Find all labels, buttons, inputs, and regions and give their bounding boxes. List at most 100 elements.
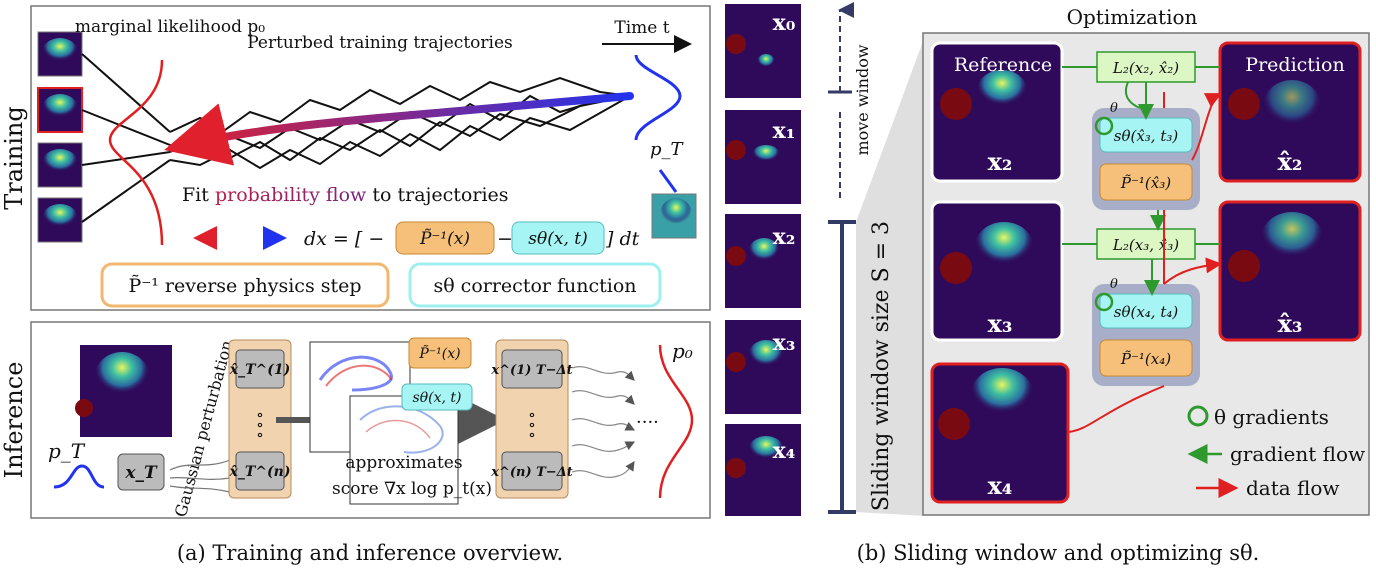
caption-right: (b) Sliding window and optimizing sθ. [857,541,1260,565]
output-ellipsis-bottom: ∘ [528,425,536,444]
svg-text:x̂₂: x̂₂ [1278,147,1303,176]
legend-theta-icon [1187,405,1209,427]
training-label: Training [0,106,28,209]
svg-text:x₄: x₄ [773,438,796,464]
inference-corrector-tag [401,383,473,411]
equation-prefix: dx = [ − [304,228,384,250]
svg-text:x₀: x₀ [773,10,796,36]
inference-pT-curve [53,464,105,489]
output-ellipsis-mid: ∘ [528,415,536,434]
inference-physics-tag [408,337,472,369]
training-trajectories [169,76,631,170]
legend-corrector: sθ corrector function [433,275,636,297]
p-bottom-box [1099,339,1193,377]
s-bottom: sθ(x₄, t₄) [1114,303,1179,321]
probability-flow-path [164,92,634,166]
sample-first: x̂_T^(1) [229,362,290,378]
inference-label: Inference [0,362,28,479]
equation-minus: − [497,228,513,250]
output-box-first [501,349,563,389]
inference-p0-label: p₀ [672,339,693,363]
fit-label: Fit probability flow to trajectories [182,184,509,206]
sample-last: x̂_T^(n) [229,464,291,480]
equation-corrector: sθ(x, t) [528,229,587,249]
frame-x2: x₂ [725,214,801,308]
equation-corrector-box [511,221,605,255]
loss-mid: L₂(x₃, x̂₃) [1112,236,1179,254]
output-wiggles [571,366,636,478]
p0-distribution-curve [108,59,164,246]
svg-text:x₄: x₄ [988,471,1013,500]
legend-corrector-box [408,262,662,308]
theta-icon-bottom [1094,292,1114,312]
sequence-column: x₀ x₁ x₂ x₃ x₄ move wi [725,2,925,516]
sample-box-last [235,451,285,491]
svg-text:x₂: x₂ [773,224,796,250]
p-top: P̃⁻¹(x̂₃) [1120,174,1171,192]
gradient-flow-lines [1062,66,1220,296]
svg-text:x₂: x₂ [988,147,1013,176]
legend-gradient: gradient flow [1230,442,1365,466]
xT-label: x_T [124,463,158,483]
frame-x0: x₀ [725,4,801,98]
time-label: Time t [614,18,669,38]
s-top: sθ(x̂₃, t₃) [1114,127,1179,145]
loss-top: L₂(x₂, x̂₂) [1112,59,1179,77]
inference-pT-label: p_T [48,439,86,463]
pT-label: p_T [650,139,685,160]
svg-text:P̃⁻¹(x): P̃⁻¹(x) [418,344,460,362]
svg-text:x₃: x₃ [773,330,796,356]
xT-box [117,453,165,491]
svg-text:x₃: x₃ [988,309,1013,338]
svg-text:x₁: x₁ [773,118,796,144]
p-bottom: P̃⁻¹(x₄) [1120,350,1171,368]
approximates-label: approximates [345,453,462,473]
prediction-xhat3: x̂₃ [1218,200,1362,342]
perturbed-trajectories-label: Perturbed training trajectories [247,33,513,53]
legend-physics: P̃⁻¹ reverse physics step [128,275,361,297]
reference-x2: Reference x₂ [930,41,1064,183]
output-box-last [501,451,563,491]
theta-bottom: θ [1110,277,1118,292]
training-thumbnails [37,31,171,243]
frame-x1: x₁ [725,110,801,204]
sample-ellipsis-top: ∘ [256,405,264,424]
optimization-panel: Optimization Reference x₂ x₃ x₄ Pr [922,5,1370,516]
equation-physics-box [395,221,495,255]
training-panel: Training marginal likelihood p₀ [0,5,711,311]
svg-text:Reference: Reference [954,54,1052,76]
frame-x3: x₃ [725,320,801,414]
score-label: score ∇x log p_t(x) [332,479,492,499]
frame-x4: x₄ [725,424,801,516]
p-top-box [1099,163,1193,201]
svg-text:x̂₃: x̂₃ [1278,309,1303,338]
equation-suffix: ] dt [605,228,640,250]
inference-panel: Inference p_T x_T Gaussian perturbation … [0,321,711,519]
theta-top: θ [1110,101,1118,116]
caption-left: (a) Training and inference overview. [177,541,563,565]
output-first: x^(1) T−Δt [490,363,572,378]
sliding-window-label: Sliding window size S = 3 [869,221,894,511]
svg-text:sθ(x, t): sθ(x, t) [413,390,462,406]
output-last: x^(n) T−Δt [490,465,573,480]
inference-p0-curve [658,344,694,499]
sample-ellipsis-bottom: ∘ [256,425,264,444]
legend-theta: θ gradients [1214,405,1329,429]
prediction-xhat2: Prediction x̂₂ [1218,41,1362,183]
output-ellipsis-top: ∘ [528,405,536,424]
equation-physics: P̃⁻¹(x) [419,229,470,249]
reference-x3: x₃ [930,200,1064,342]
marginal-likelihood-label: marginal likelihood p₀ [75,17,265,37]
pT-distribution-curve [634,54,682,141]
legend-data: data flow [1246,476,1340,500]
legend-physics-box [100,262,390,308]
theta-icon-top [1094,116,1114,136]
data-flow-lines [1067,92,1222,433]
sample-ellipsis-mid: ∘ [256,415,264,434]
reference-x4: x₄ [930,362,1070,504]
move-window-label: move window [853,44,872,155]
sample-box-first [235,349,285,389]
optimization-title: Optimization [1067,5,1198,29]
output-dots: ···· [636,412,659,433]
